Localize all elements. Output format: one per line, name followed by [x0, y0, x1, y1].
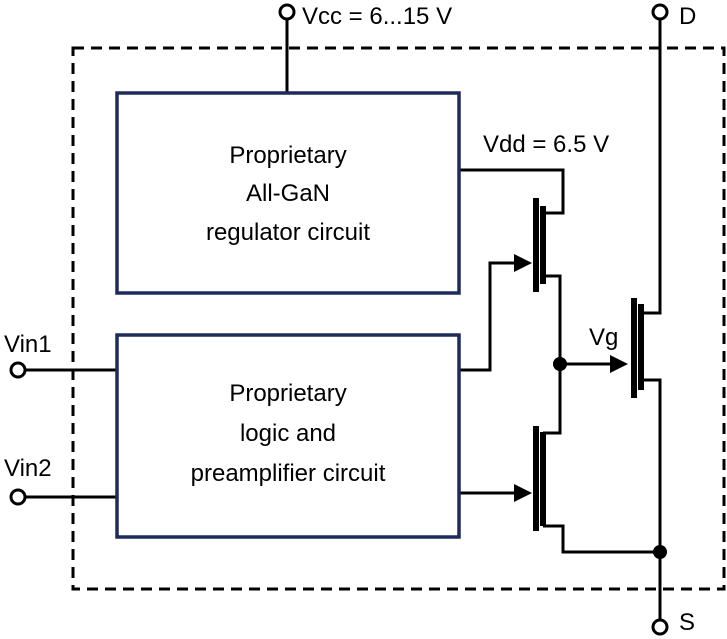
wires — [25, 20, 662, 621]
bottom-transistor — [533, 426, 546, 531]
vin1-label: Vin1 — [4, 331, 52, 358]
vg-label: Vg — [589, 324, 618, 351]
drain-terminal — [651, 3, 669, 21]
regulator-block: Proprietary All-GaN regulator circuit — [115, 91, 461, 295]
logic-line-3: preamplifier circuit — [191, 460, 386, 487]
vdd-label: Vdd = 6.5 V — [483, 131, 609, 158]
logic-line-1: Proprietary — [229, 380, 346, 407]
power-transistor — [631, 298, 644, 398]
logic-line-2: logic and — [240, 420, 336, 447]
regulator-line-3: regulator circuit — [206, 219, 370, 246]
package-outline — [71, 46, 726, 591]
drain-label: D — [679, 3, 696, 30]
source-label: S — [679, 609, 695, 636]
vg-junction-dot — [553, 357, 567, 371]
source-junction-dot — [653, 545, 667, 559]
vin2-label: Vin2 — [4, 455, 52, 482]
vin1-terminal — [9, 361, 27, 379]
source-terminal — [651, 618, 669, 636]
regulator-line-1: Proprietary — [229, 142, 346, 169]
logic-block: Proprietary logic and preamplifier circu… — [115, 333, 461, 539]
top-transistor — [533, 198, 546, 292]
arrowheads — [514, 254, 628, 502]
regulator-line-2: All-GaN — [246, 180, 330, 207]
vcc-terminal — [278, 3, 296, 21]
vin2-terminal — [9, 488, 27, 506]
vcc-label: Vcc = 6...15 V — [302, 3, 452, 30]
